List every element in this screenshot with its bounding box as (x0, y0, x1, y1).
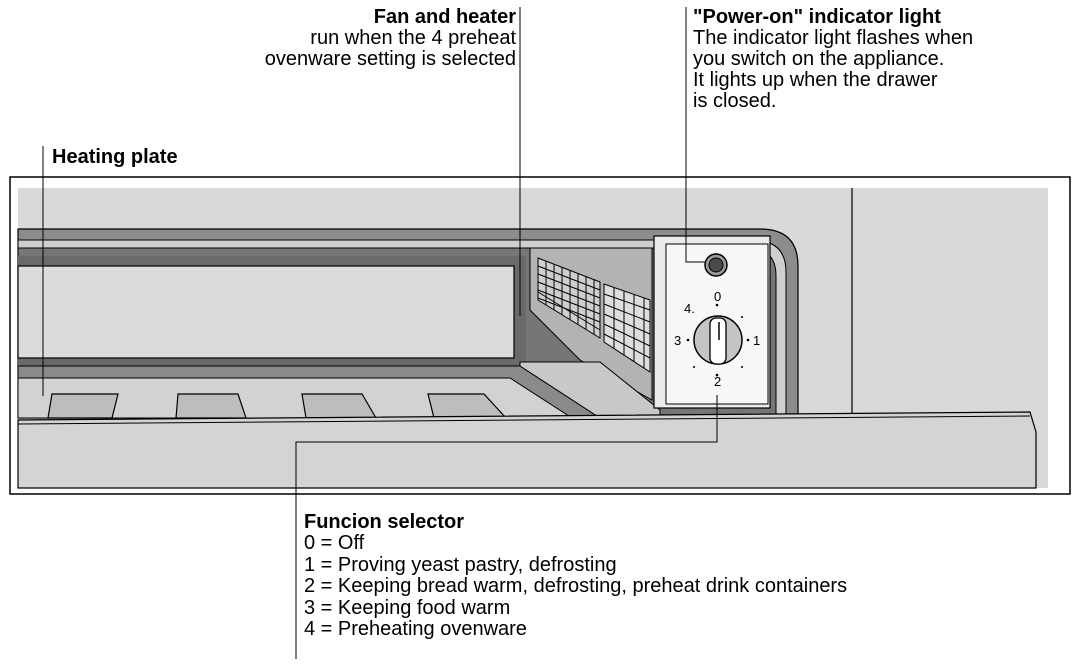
leader-lines (42, 7, 718, 659)
dial-mark-2: 2 (714, 374, 721, 389)
dial-mark-3: 3 (674, 333, 681, 348)
selector-option-4: 4 = Preheating ovenware (304, 618, 527, 641)
selector-option-2: 2 = Keeping bread warm, defrosting, preh… (304, 575, 848, 598)
power-indicator-desc-1: The indicator light flashes when (693, 27, 974, 49)
heating-plate-label: Heating plate (52, 146, 178, 168)
power-indicator-title: "Power-on" indicator light (693, 6, 941, 28)
power-indicator-label: "Power-on" indicator light The indicator… (693, 7, 1073, 112)
fan-heater-title: Fan and heater (373, 6, 516, 28)
dial-mark-1: 1 (753, 333, 760, 348)
selector-option-1: 1 = Proving yeast pastry, defrosting (304, 553, 617, 576)
selector-option-0: 0 = Off (304, 532, 365, 554)
dial-mark-4: 4. (684, 301, 695, 316)
fan-heater-desc-2: ovenware setting is selected (264, 48, 516, 70)
leader-power-light (685, 7, 706, 263)
power-indicator-desc-2: you switch on the appliance. (693, 48, 945, 70)
drawer-front (17, 411, 1037, 489)
heating-plate-zones (47, 393, 508, 419)
selector-option-3: 3 = Keeping food warm (304, 596, 511, 619)
power-indicator-desc-4: is closed. (693, 90, 777, 112)
fan-heater-label: Fan and heater run when the 4 preheat ov… (96, 7, 516, 70)
power-indicator-desc-3: It lights up when the drawer (693, 69, 938, 91)
inner-tray-front (17, 265, 515, 359)
leader-selector (295, 395, 718, 659)
fan-grille (537, 257, 651, 373)
dial-ticks (686, 303, 750, 377)
function-selector-label: Funcion selector 0 = Off 1 = Proving yea… (304, 512, 1064, 641)
dial-mark-0: 0 (714, 289, 721, 304)
fan-heater-desc-1: run when the 4 preheat (310, 27, 516, 49)
function-selector-title: Funcion selector (304, 511, 465, 533)
